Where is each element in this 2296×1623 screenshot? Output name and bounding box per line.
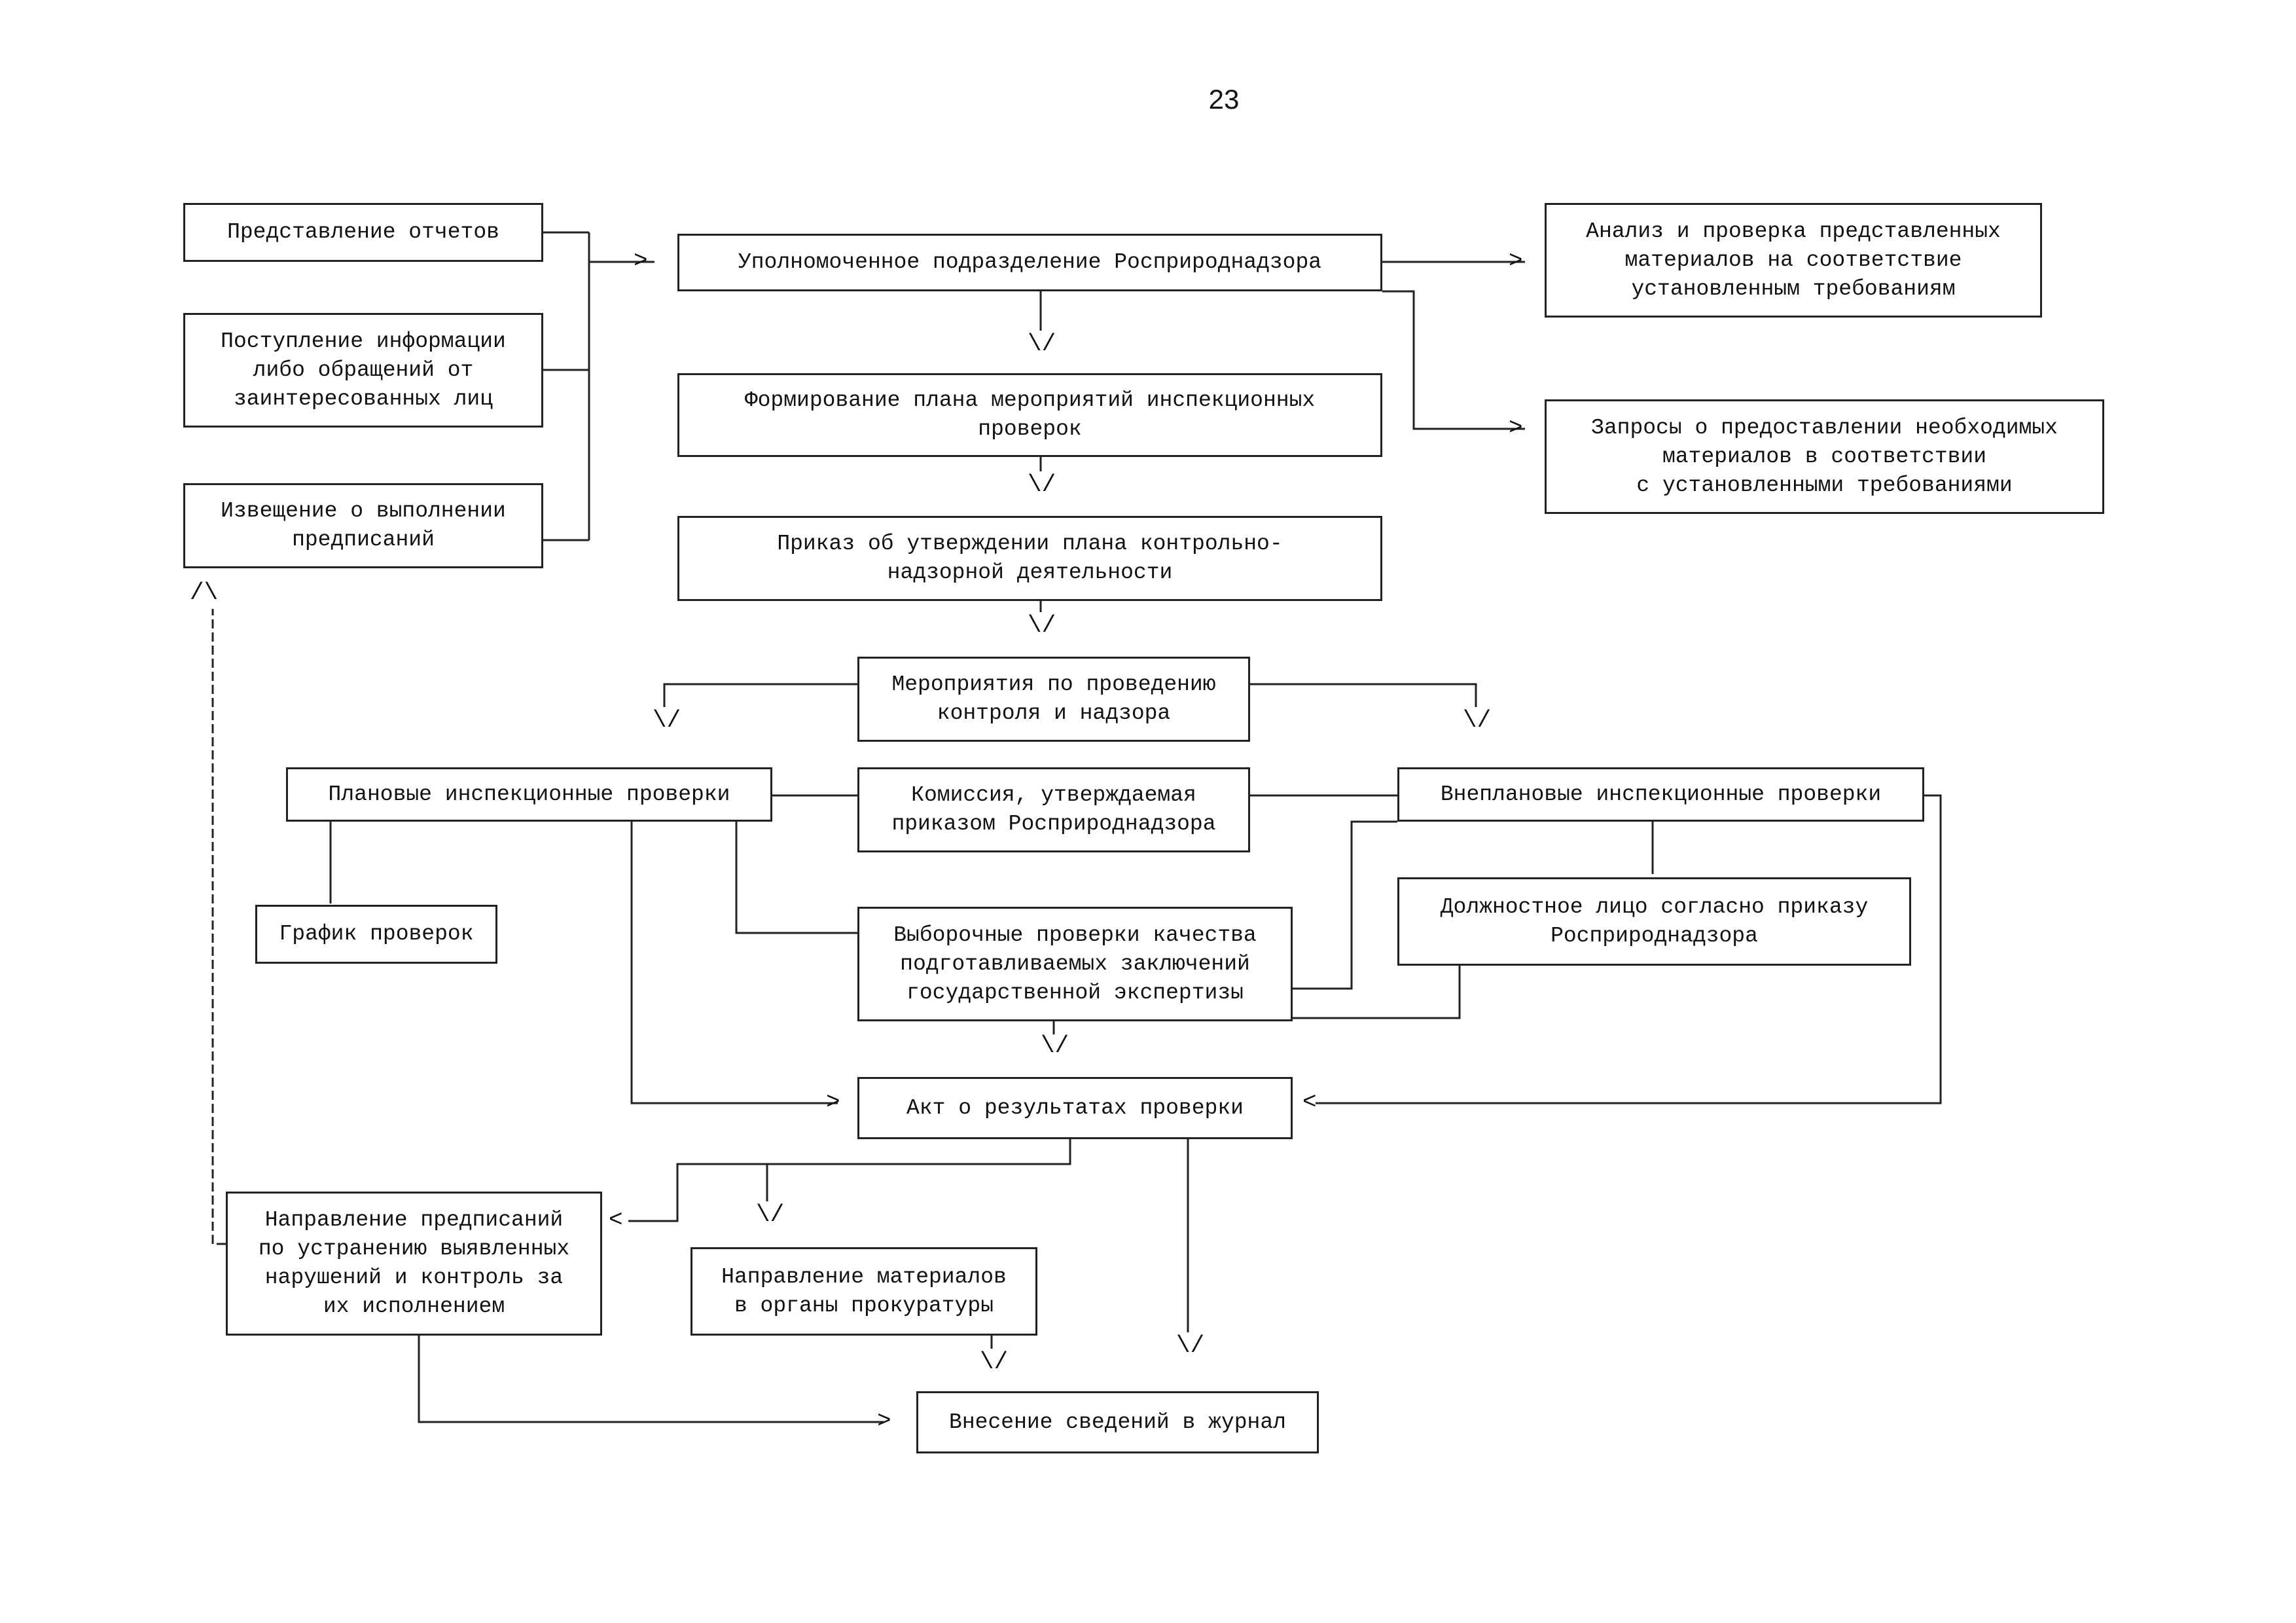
arrow-to-analysis: > — [1509, 247, 1523, 274]
journal-box: Внесение сведений в журнал — [916, 1391, 1319, 1453]
selective-box: Выборочные проверки качества подготавлив… — [857, 907, 1293, 1021]
act-box: Акт о результатах проверки — [857, 1077, 1293, 1139]
official-box: Должностное лицо согласно приказу Роспри… — [1397, 877, 1911, 966]
arrow-down-plan: \/ — [1028, 331, 1056, 357]
arrow-up-notice: /\ — [190, 579, 219, 606]
prosecutor-box: Направление материалов в органы прокурат… — [691, 1247, 1037, 1336]
notice-box: Извещение о выполнении предписаний — [183, 483, 543, 568]
unit-box: Уполномоченное подразделение Росприродна… — [677, 234, 1382, 291]
plan-box: Формирование плана мероприятий инспекцио… — [677, 373, 1382, 457]
page-number: 23 — [1208, 84, 1240, 115]
planned-box: Плановые инспекционные проверки — [286, 767, 772, 822]
commission-box: Комиссия, утверждаемая приказом Росприро… — [857, 767, 1250, 852]
arrow-down-measures: \/ — [1028, 612, 1056, 639]
schedule-box: График проверок — [255, 905, 497, 964]
arrow-to-prescriptions: < — [609, 1207, 623, 1233]
arrow-right-act: < — [1302, 1089, 1317, 1116]
requests-box: Запросы о предоставлении необходимых мат… — [1545, 399, 2104, 514]
arrow-down-prosecutor: \/ — [756, 1201, 785, 1228]
arrow-down-planned: \/ — [653, 707, 681, 734]
arrow-to-journal: > — [877, 1408, 891, 1434]
info-box: Поступление информации либо обращений от… — [183, 313, 543, 428]
arrow-left-act: > — [826, 1089, 840, 1116]
arrow-down-journal-a: \/ — [980, 1349, 1009, 1376]
analysis-box: Анализ и проверка представленных материа… — [1545, 203, 2042, 318]
order-box: Приказ об утверждении плана контрольно- … — [677, 516, 1382, 601]
arrow-down-journal-b: \/ — [1176, 1332, 1205, 1359]
arrow-to-requests: > — [1509, 414, 1523, 441]
prescriptions-box: Направление предписаний по устранению вы… — [226, 1192, 602, 1336]
arrow-to-unit: > — [634, 247, 648, 274]
reports-box: Представление отчетов — [183, 203, 543, 262]
arrow-down-act: \/ — [1041, 1032, 1069, 1059]
measures-box: Мероприятия по проведению контроля и над… — [857, 657, 1250, 742]
arrow-down-unplanned: \/ — [1463, 707, 1492, 734]
arrow-down-order: \/ — [1028, 471, 1056, 498]
unplanned-box: Внеплановые инспекционные проверки — [1397, 767, 1924, 822]
